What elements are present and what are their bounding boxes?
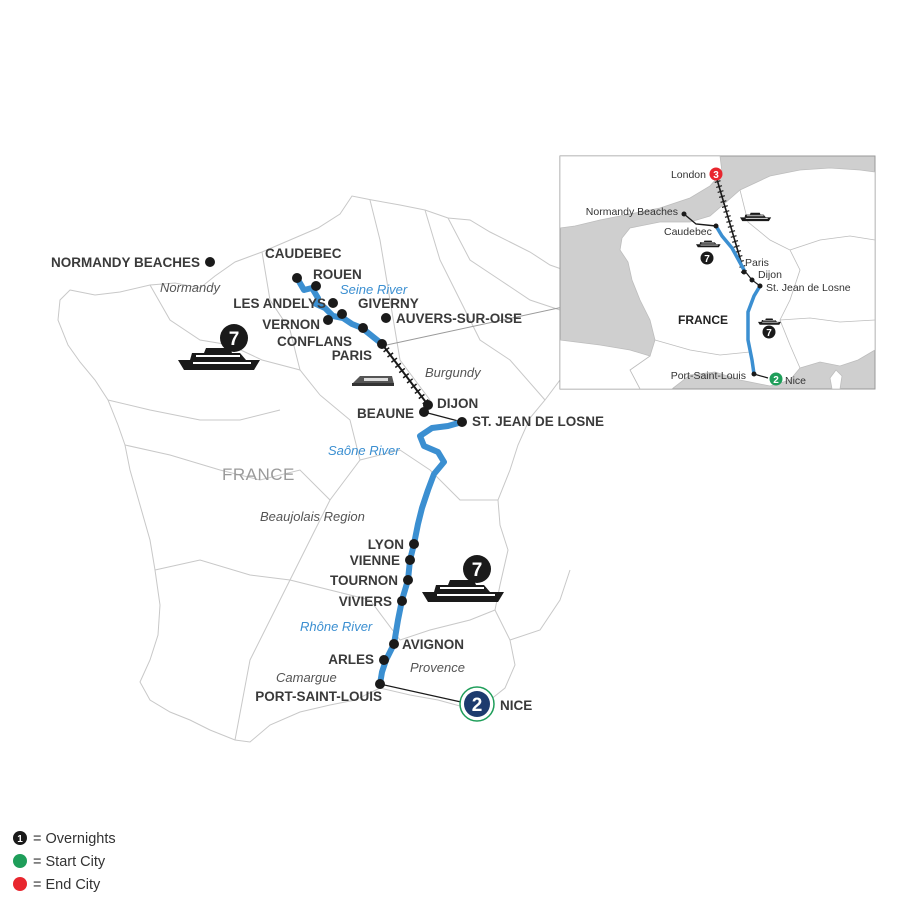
river-label-rhone: Rhône River	[300, 619, 373, 634]
dot-paris	[377, 339, 387, 349]
dot-rouen	[311, 281, 321, 291]
label-rouen: ROUEN	[313, 267, 362, 282]
dot-auvers	[381, 313, 391, 323]
svg-text:= Start City: = Start City	[33, 854, 106, 870]
dot-avignon	[389, 639, 399, 649]
region-burgundy: Burgundy	[425, 365, 482, 380]
inset-label-paris: Paris	[745, 257, 769, 269]
start-badge-nice: 2	[459, 686, 495, 722]
dot-viviers	[397, 596, 407, 606]
inset-label-normandy: Normandy Beaches	[586, 206, 678, 218]
label-nice: NICE	[500, 698, 532, 713]
legend-overnights: 1 = Overnights	[13, 831, 116, 847]
legend-start-city: = Start City	[13, 854, 106, 870]
svg-text:7: 7	[704, 254, 710, 265]
france-land	[57, 195, 631, 743]
dot-vienne	[405, 555, 415, 565]
label-dijon: DIJON	[437, 396, 478, 411]
inset-label-nice: Nice	[785, 375, 806, 387]
label-beaune: BEAUNE	[357, 406, 414, 421]
inset-map: 3 7 7 2 London Normandy Beaches Caudebec…	[559, 155, 876, 390]
svg-text:2: 2	[472, 695, 483, 716]
label-auvers: AUVERS-SUR-OISE	[396, 311, 522, 326]
dot-lyon	[409, 539, 419, 549]
label-conflans: CONFLANS	[277, 334, 352, 349]
dot-port-saint-louis	[375, 679, 385, 689]
svg-text:7: 7	[472, 560, 483, 581]
label-arles: ARLES	[328, 652, 374, 667]
inset-end-badge-london: 3	[709, 167, 723, 181]
city-dots	[205, 257, 467, 689]
inset-overnight-badge-seine: 7	[700, 251, 714, 265]
label-port-saint-louis: PORT-SAINT-LOUIS	[255, 689, 382, 704]
inset-label-dijon: Dijon	[758, 269, 782, 281]
inset-label-port-saint-louis: Port-Saint-Louis	[671, 370, 746, 382]
inset-label-london: London	[671, 169, 706, 181]
label-les-andelys: LES ANDELYS	[233, 296, 326, 311]
dot-vernon	[323, 315, 333, 325]
overnight-badge-rhone: 7	[463, 555, 491, 583]
dot-beaune	[419, 407, 429, 417]
region-normandy: Normandy	[160, 280, 221, 295]
city-labels: NORMANDY BEACHES CAUDEBEC ROUEN LES ANDE…	[51, 246, 604, 713]
inset-start-badge-nice: 2	[769, 372, 783, 386]
ship-icon-seine	[178, 348, 260, 370]
svg-text:= Overnights: = Overnights	[33, 831, 116, 847]
overnight-badge-seine: 7	[220, 324, 248, 352]
dot-tournon	[403, 575, 413, 585]
label-vienne: VIENNE	[350, 553, 400, 568]
river-label-saone: Saône River	[328, 443, 400, 458]
inset-label-caudebec: Caudebec	[664, 226, 712, 238]
legend-end-city: = End City	[13, 877, 101, 893]
link-psl-nice	[379, 683, 471, 705]
dot-conflans	[358, 323, 368, 333]
legend: 1 = Overnights = Start City = End City	[13, 831, 116, 893]
inset-overnight-badge-rhone: 7	[762, 325, 776, 339]
label-caudebec: CAUDEBEC	[265, 246, 342, 261]
region-beaujolais: Beaujolais Region	[260, 509, 365, 524]
train-icon-burgundy	[352, 376, 394, 386]
svg-text:2: 2	[773, 375, 779, 386]
dot-arles	[379, 655, 389, 665]
label-paris: PARIS	[332, 348, 372, 363]
svg-text:7: 7	[766, 328, 772, 339]
link-beaune-stjean	[423, 411, 463, 423]
dot-caudebec	[292, 273, 302, 283]
svg-text:= End City: = End City	[33, 877, 101, 893]
rail-paris-dijon	[379, 341, 431, 408]
inset-label-st-jean: St. Jean de Losne	[766, 282, 851, 294]
dot-les-andelys	[328, 298, 338, 308]
dot-st-jean	[457, 417, 467, 427]
svg-text:7: 7	[229, 329, 240, 350]
region-camargue: Camargue	[276, 670, 337, 685]
ship-icon-rhone	[422, 580, 504, 602]
river-label-seine: Seine River	[340, 282, 408, 297]
svg-text:1: 1	[17, 834, 23, 845]
label-lyon: LYON	[368, 537, 404, 552]
label-avignon: AVIGNON	[402, 637, 464, 652]
label-vernon: VERNON	[262, 317, 320, 332]
label-normandy-beaches: NORMANDY BEACHES	[51, 255, 200, 270]
dot-giverny	[337, 309, 347, 319]
region-provence: Provence	[410, 660, 465, 675]
label-giverny: GIVERNY	[358, 296, 419, 311]
label-st-jean: ST. JEAN DE LOSNE	[472, 414, 604, 429]
country-label-france: FRANCE	[222, 465, 295, 484]
svg-text:3: 3	[713, 170, 719, 181]
label-tournon: TOURNON	[330, 573, 398, 588]
dot-normandy-beaches	[205, 257, 215, 267]
inset-country-label-france: FRANCE	[678, 313, 728, 327]
label-viviers: VIVIERS	[339, 594, 392, 609]
